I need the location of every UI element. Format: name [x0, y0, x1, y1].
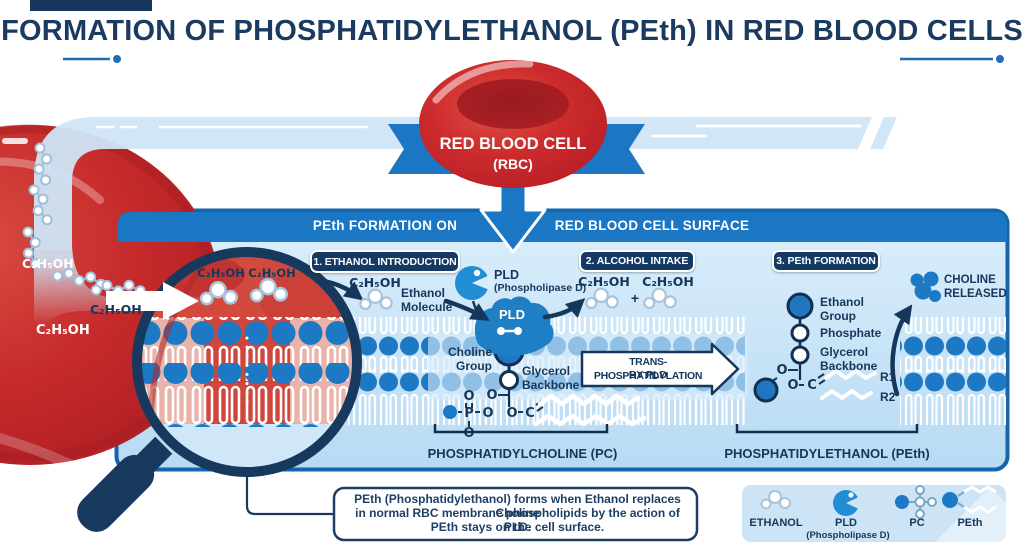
legend-watermark: [935, 487, 1024, 559]
footnote-connector-line: [245, 442, 334, 516]
svg-text:O: O: [776, 363, 787, 378]
pld-blob-label: PLD: [499, 307, 525, 322]
title-underline: [63, 55, 1004, 63]
ethanol-formula-mag2: C₂H₅OH: [248, 266, 296, 280]
choline-released-label: CHOLINE RELEASED: [944, 274, 1007, 300]
magnifier-rim: [132, 247, 362, 477]
legend-label-pld-sub: (Phospholipase D): [806, 530, 890, 541]
step3-badge: 3. PEth FORMATION: [772, 250, 880, 272]
top-accent-bar: [30, 0, 152, 11]
svg-text:O: O: [463, 389, 474, 404]
ethanol-molecule-label: Ethanol Molecule: [401, 286, 453, 314]
magnifier-handle: [77, 436, 173, 532]
pld-label: PLD: [494, 268, 519, 282]
choline-group-label: Choline Group: [448, 345, 492, 373]
pc-caption: PHOSPHATIDYLCHOLINE (PC): [427, 446, 618, 461]
svg-text:C: C: [525, 406, 535, 421]
footnote-line1: PEth (Phosphatidylethanol) forms when Et…: [354, 492, 681, 520]
trans-phosphatidylation-arrow: [580, 342, 740, 396]
legend-box: [742, 485, 1006, 542]
page-title: FORMATION OF PHOSPHATIDYLETHANOL (PEth) …: [1, 15, 1023, 47]
flow-arrows: [314, 277, 913, 397]
into-magnifier-arrow: [106, 282, 199, 320]
panel-header-bar: [118, 212, 1007, 242]
molecule-to-pld-arrow: [443, 298, 490, 321]
r2-label: R2: [880, 390, 896, 404]
footnote-line2: in normal RBC membrane phospholipids by …: [355, 506, 680, 534]
legend-pld-icon: [833, 490, 863, 516]
svg-text:O: O: [482, 406, 493, 421]
footnote-line3: PEth stays on the cell surface.: [430, 520, 605, 534]
glycerol-circle: [790, 345, 810, 365]
fatty-acid-chain: [533, 413, 647, 427]
glycerol-circle: [499, 370, 519, 390]
phosphatidylcholine-structure: O P O O O O C: [433, 335, 647, 441]
plus-sign: +: [630, 290, 640, 306]
pld-enzyme-on-membrane: [474, 296, 554, 356]
phosphatidylethanol-structure: O O C: [735, 292, 919, 434]
fatty-acid-chain-r1: [824, 369, 877, 380]
fatty-acid-chain: [537, 393, 641, 407]
footnote-box: [332, 486, 699, 542]
step2-badge: 2. ALCOHOL INTAKE: [579, 250, 695, 272]
svg-text:P: P: [464, 406, 474, 421]
glycerol-backbone-label-peth: Glycerol Backbone: [820, 345, 878, 373]
ethanol-group-label: Ethanol Group: [820, 295, 864, 323]
legend: [742, 485, 1024, 559]
ethanol-formula-left1: C₂H₅OH: [22, 256, 74, 271]
phosphate-circle: [790, 323, 810, 343]
ethanol-formula-mag1: C₂H₅OH: [197, 266, 245, 280]
step1-badge: 1. ETHANOL INTRODUCTION: [310, 250, 460, 273]
svg-text:O: O: [787, 378, 798, 393]
rbc-label: RED BLOOD CELL: [439, 135, 587, 153]
r1-label: R1: [880, 370, 896, 384]
svg-text:O: O: [463, 426, 474, 441]
ethanol-formula-step1: C₂H₅OH: [349, 275, 401, 290]
legend-pc-icon: [895, 485, 937, 519]
trans-arrow-line2: BY PLD: [628, 369, 668, 381]
panel-header-left: PEth FORMATION ON: [312, 218, 458, 233]
legend-label-pld: PLD: [835, 517, 857, 529]
fatty-acid-chain-r2: [820, 389, 873, 400]
legend-peth-icon: [942, 485, 997, 514]
pc-bracket: [433, 424, 609, 434]
legend-label-ethanol: ETHANOL: [749, 517, 803, 529]
glycerol-backbone-label-pc: Glycerol Backbone: [522, 364, 580, 392]
choline-release-arrow: [890, 304, 913, 397]
ethanol-formula-step2b: C₂H₅OH: [642, 274, 694, 289]
ethanol-formula-left3: C₂H₅OH: [36, 323, 90, 338]
red-blood-cell: [419, 60, 607, 188]
peth-bracket: [735, 424, 919, 434]
pld-full-label: (Phospholipase D): [494, 282, 587, 294]
svg-text:O: O: [506, 406, 517, 421]
peth-caption: PHOSPHATIDYLETHANOL (PEth): [724, 446, 930, 461]
ethanol-formula-step2a: C₂H₅OH: [578, 274, 630, 289]
pld-to-alcohol-arrow: [542, 298, 586, 320]
ethanol-group-circle: [786, 292, 814, 320]
choline-cluster: [910, 271, 941, 302]
ethanol-bead: [753, 377, 779, 403]
legend-label-pc: PC: [909, 517, 925, 529]
phosphate-label: Phosphate: [820, 326, 882, 340]
svg-text:C: C: [807, 378, 817, 393]
legend-label-peth: PEth: [957, 517, 983, 529]
svg-text:O: O: [486, 388, 497, 403]
ethanol-formula-left2: C₂H₅OH: [90, 302, 142, 317]
trans-arrow-line1: TRANS-PHOSPHATIDYLATION: [593, 356, 703, 382]
panel-header-right: RED BLOOD CELL SURFACE: [554, 218, 750, 233]
rbc-abbr: (RBC): [493, 156, 533, 172]
